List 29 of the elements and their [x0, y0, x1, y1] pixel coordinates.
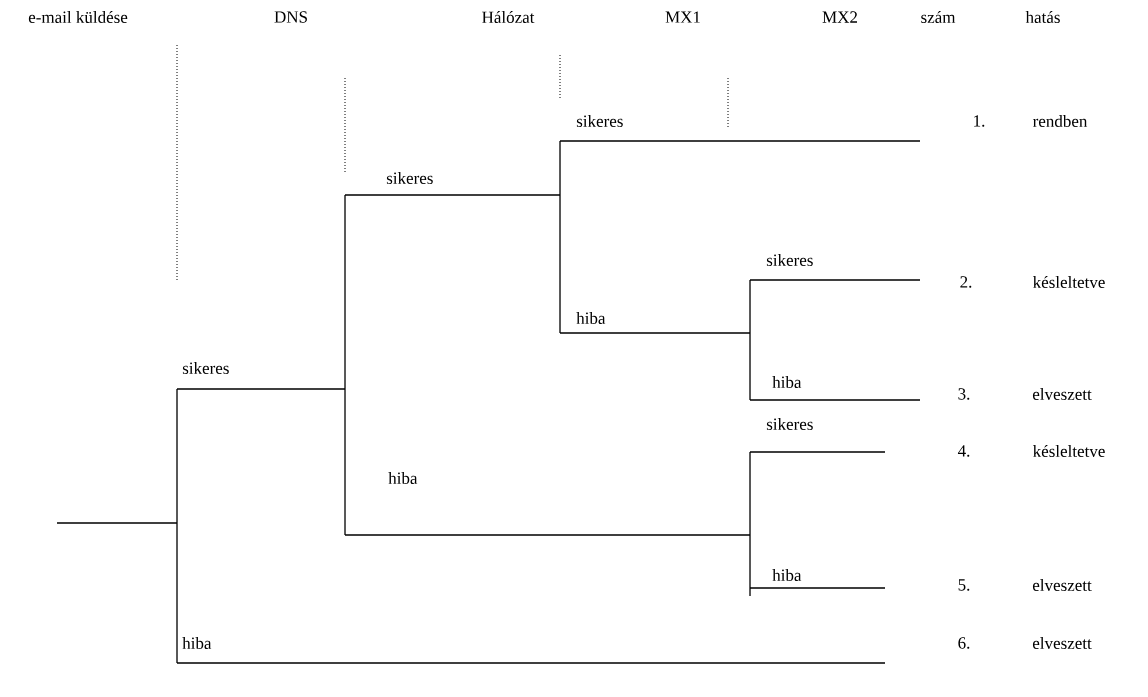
branch-label: hiba [772, 569, 802, 581]
branch-label: hiba [182, 637, 212, 649]
branch-label: sikeres [766, 418, 813, 430]
outcome-number: 2. [960, 276, 972, 288]
column-header: hatás [1025, 11, 1060, 23]
outcome-label: késleltetve [1033, 276, 1105, 288]
branch-label: sikeres [182, 362, 229, 374]
outcome-number: 4. [957, 445, 970, 457]
column-header: MX1 [665, 11, 700, 23]
branch-label: sikeres [576, 115, 623, 127]
outcome-label: elveszett [1032, 388, 1092, 400]
column-header: Hálózat [482, 11, 535, 23]
column-header: DNS [274, 11, 307, 23]
column-header: MX2 [822, 11, 857, 23]
branch-label: hiba [772, 376, 802, 388]
outcome-number: 3. [958, 388, 970, 400]
outcome-number: 6. [958, 637, 970, 649]
outcome-label: rendben [1033, 115, 1088, 127]
outcome-label: elveszett [1032, 637, 1092, 649]
outcome-label: késleltetve [1033, 445, 1105, 457]
branch-label: hiba [388, 472, 418, 484]
column-header: e-mail küldése [28, 11, 128, 23]
branch-label: hiba [576, 312, 606, 324]
column-header: szám [921, 11, 956, 23]
outcome-number: 5. [958, 579, 970, 591]
outcome-label: elveszett [1032, 579, 1092, 591]
outcome-number: 1. [974, 115, 985, 127]
branch-label: sikeres [386, 172, 433, 184]
branch-label: sikeres [766, 254, 813, 266]
